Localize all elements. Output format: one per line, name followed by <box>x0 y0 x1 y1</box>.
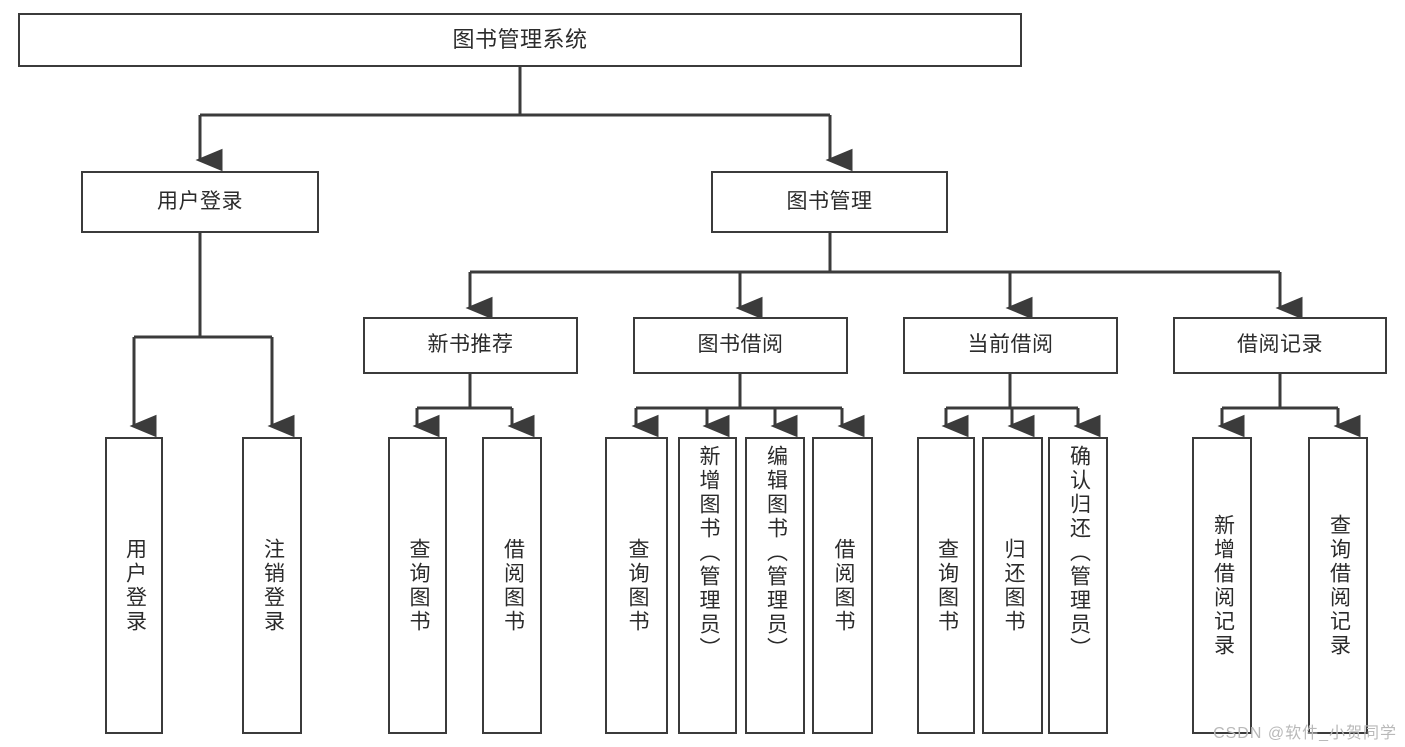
node-leaf-12[interactable]: 查询借阅记录 <box>1308 437 1368 734</box>
node-leaf-2[interactable]: 查询图书 <box>388 437 447 734</box>
node-level2-1[interactable]: 图书管理 <box>711 171 948 233</box>
node-level3-1[interactable]: 图书借阅 <box>633 317 848 374</box>
node-root[interactable]: 图书管理系统 <box>18 13 1022 67</box>
node-level2-0[interactable]: 用户登录 <box>81 171 319 233</box>
node-leaf-10[interactable]: 确认归还（管理员） <box>1048 437 1108 734</box>
csdn-watermark: CSDN @软件_小贺同学 <box>1213 725 1397 742</box>
node-leaf-8[interactable]: 查询图书 <box>917 437 975 734</box>
node-level3-3[interactable]: 借阅记录 <box>1173 317 1387 374</box>
node-leaf-7[interactable]: 借阅图书 <box>812 437 873 734</box>
node-leaf-11[interactable]: 新增借阅记录 <box>1192 437 1252 734</box>
node-leaf-1[interactable]: 注销登录 <box>242 437 302 734</box>
node-level3-0[interactable]: 新书推荐 <box>363 317 578 374</box>
node-leaf-4[interactable]: 查询图书 <box>605 437 668 734</box>
node-leaf-0[interactable]: 用户登录 <box>105 437 163 734</box>
node-leaf-6[interactable]: 编辑图书（管理员） <box>745 437 805 734</box>
node-level3-2[interactable]: 当前借阅 <box>903 317 1118 374</box>
node-leaf-5[interactable]: 新增图书（管理员） <box>678 437 737 734</box>
node-leaf-3[interactable]: 借阅图书 <box>482 437 542 734</box>
node-leaf-9[interactable]: 归还图书 <box>982 437 1043 734</box>
